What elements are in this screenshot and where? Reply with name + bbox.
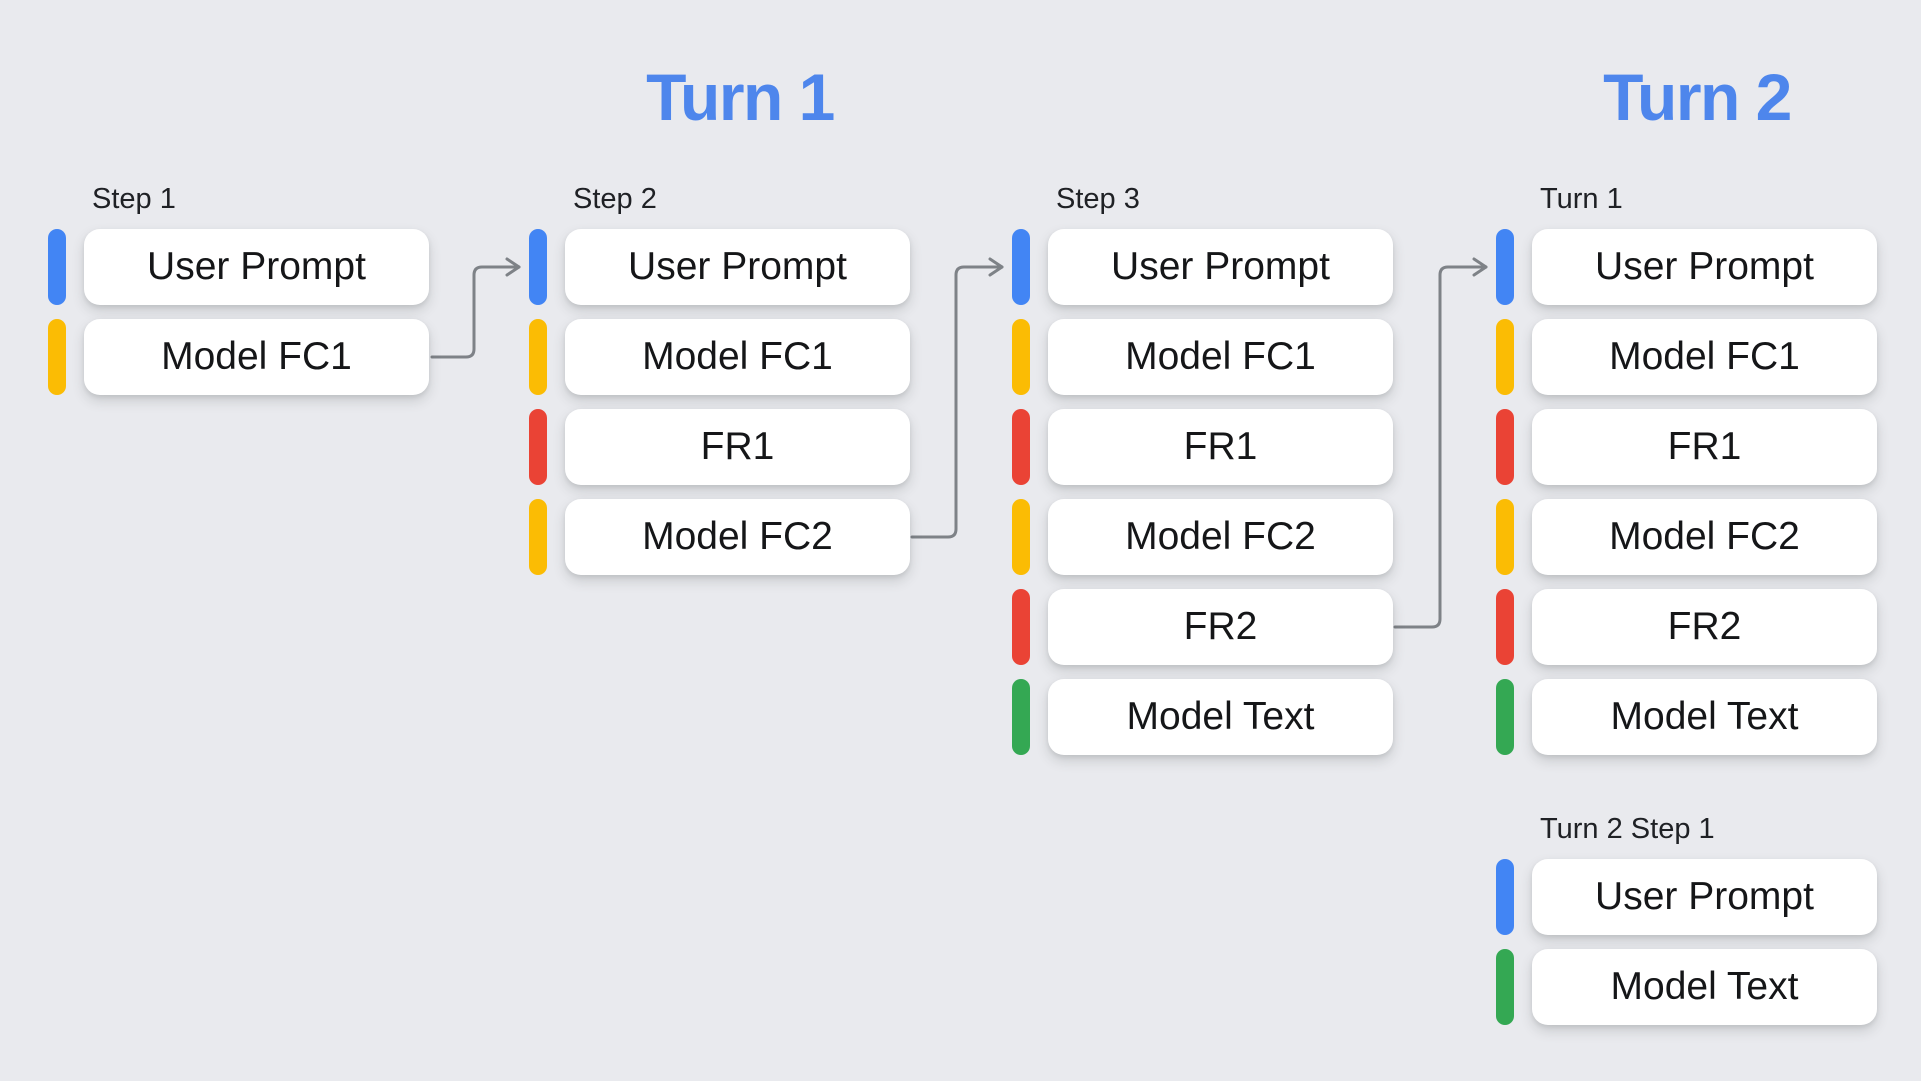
- model-text-card: Model Text: [1532, 949, 1877, 1025]
- fr1-row: FR1: [1012, 409, 1393, 485]
- fr1-indicator-bar: [1496, 409, 1514, 485]
- column-label: Step 2: [573, 183, 657, 215]
- user-prompt-row: User Prompt: [1012, 229, 1393, 305]
- model-text-card: Model Text: [1048, 679, 1393, 755]
- user-prompt-card: User Prompt: [84, 229, 429, 305]
- model-fc1-indicator-bar: [1012, 319, 1030, 395]
- model-fc2-row: Model FC2: [1012, 499, 1393, 575]
- user-prompt-card: User Prompt: [1532, 229, 1877, 305]
- user-prompt-card: User Prompt: [1048, 229, 1393, 305]
- fr1-card: FR1: [565, 409, 910, 485]
- user-prompt-row: User Prompt: [1496, 229, 1877, 305]
- model-fc2-card: Model FC2: [565, 499, 910, 575]
- column-label: Turn 2 Step 1: [1540, 813, 1715, 845]
- card-label: Model FC2: [642, 515, 833, 558]
- model-fc1-row: Model FC1: [529, 319, 910, 395]
- card-label: Model FC2: [1125, 515, 1316, 558]
- model-text-indicator-bar: [1012, 679, 1030, 755]
- column-label: Step 1: [92, 183, 176, 215]
- fr2-indicator-bar: [1012, 589, 1030, 665]
- card-label: Model FC1: [1609, 335, 1800, 378]
- turn-2-heading: Turn 2: [1603, 60, 1792, 134]
- fr2-row: FR2: [1012, 589, 1393, 665]
- model-text-indicator-bar: [1496, 679, 1514, 755]
- user-prompt-row: User Prompt: [529, 229, 910, 305]
- user-prompt-indicator-bar: [1496, 229, 1514, 305]
- card-label: Model Text: [1610, 695, 1799, 738]
- user-prompt-indicator-bar: [1012, 229, 1030, 305]
- model-fc1-card: Model FC1: [565, 319, 910, 395]
- arrow-step1-to-step2: [430, 257, 521, 359]
- card-label: Model FC1: [1125, 335, 1316, 378]
- column-label: Turn 1: [1540, 183, 1623, 215]
- model-text-indicator-bar: [1496, 949, 1514, 1025]
- model-fc1-row: Model FC1: [1496, 319, 1877, 395]
- model-fc1-card: Model FC1: [84, 319, 429, 395]
- fr1-card: FR1: [1532, 409, 1877, 485]
- model-text-card: Model Text: [1532, 679, 1877, 755]
- arrow-step3-to-turn2: [1393, 257, 1488, 629]
- model-text-row: Model Text: [1012, 679, 1393, 755]
- user-prompt-card: User Prompt: [1532, 859, 1877, 935]
- card-label: FR1: [700, 425, 775, 468]
- fr1-card: FR1: [1048, 409, 1393, 485]
- model-text-row: Model Text: [1496, 949, 1877, 1025]
- model-text-row: Model Text: [1496, 679, 1877, 755]
- card-label: Model FC2: [1609, 515, 1800, 558]
- model-fc1-indicator-bar: [48, 319, 66, 395]
- card-label: FR1: [1667, 425, 1742, 468]
- fr1-indicator-bar: [529, 409, 547, 485]
- user-prompt-indicator-bar: [48, 229, 66, 305]
- fr1-row: FR1: [529, 409, 910, 485]
- model-fc1-card: Model FC1: [1532, 319, 1877, 395]
- card-label: Model FC1: [161, 335, 352, 378]
- turn-1-heading: Turn 1: [646, 60, 835, 134]
- model-fc1-row: Model FC1: [1012, 319, 1393, 395]
- user-prompt-indicator-bar: [529, 229, 547, 305]
- model-fc2-indicator-bar: [529, 499, 547, 575]
- user-prompt-row: User Prompt: [1496, 859, 1877, 935]
- model-fc2-card: Model FC2: [1532, 499, 1877, 575]
- card-label: User Prompt: [147, 245, 366, 288]
- model-fc2-indicator-bar: [1496, 499, 1514, 575]
- fr2-indicator-bar: [1496, 589, 1514, 665]
- card-label: User Prompt: [628, 245, 847, 288]
- user-prompt-row: User Prompt: [48, 229, 429, 305]
- fr1-row: FR1: [1496, 409, 1877, 485]
- card-label: Model FC1: [642, 335, 833, 378]
- card-label: FR2: [1667, 605, 1742, 648]
- user-prompt-indicator-bar: [1496, 859, 1514, 935]
- card-label: User Prompt: [1595, 245, 1814, 288]
- card-label: Model Text: [1126, 695, 1315, 738]
- arrow-step2-to-step3: [910, 257, 1004, 539]
- fr2-row: FR2: [1496, 589, 1877, 665]
- model-fc2-row: Model FC2: [529, 499, 910, 575]
- fr2-card: FR2: [1532, 589, 1877, 665]
- card-label: Model Text: [1610, 965, 1799, 1008]
- model-fc1-indicator-bar: [529, 319, 547, 395]
- user-prompt-card: User Prompt: [565, 229, 910, 305]
- model-fc2-card: Model FC2: [1048, 499, 1393, 575]
- model-fc2-row: Model FC2: [1496, 499, 1877, 575]
- card-label: FR2: [1183, 605, 1258, 648]
- card-label: User Prompt: [1595, 875, 1814, 918]
- column-label: Step 3: [1056, 183, 1140, 215]
- model-fc1-indicator-bar: [1496, 319, 1514, 395]
- fr2-card: FR2: [1048, 589, 1393, 665]
- model-fc2-indicator-bar: [1012, 499, 1030, 575]
- model-fc1-card: Model FC1: [1048, 319, 1393, 395]
- card-label: FR1: [1183, 425, 1258, 468]
- model-fc1-row: Model FC1: [48, 319, 429, 395]
- fr1-indicator-bar: [1012, 409, 1030, 485]
- card-label: User Prompt: [1111, 245, 1330, 288]
